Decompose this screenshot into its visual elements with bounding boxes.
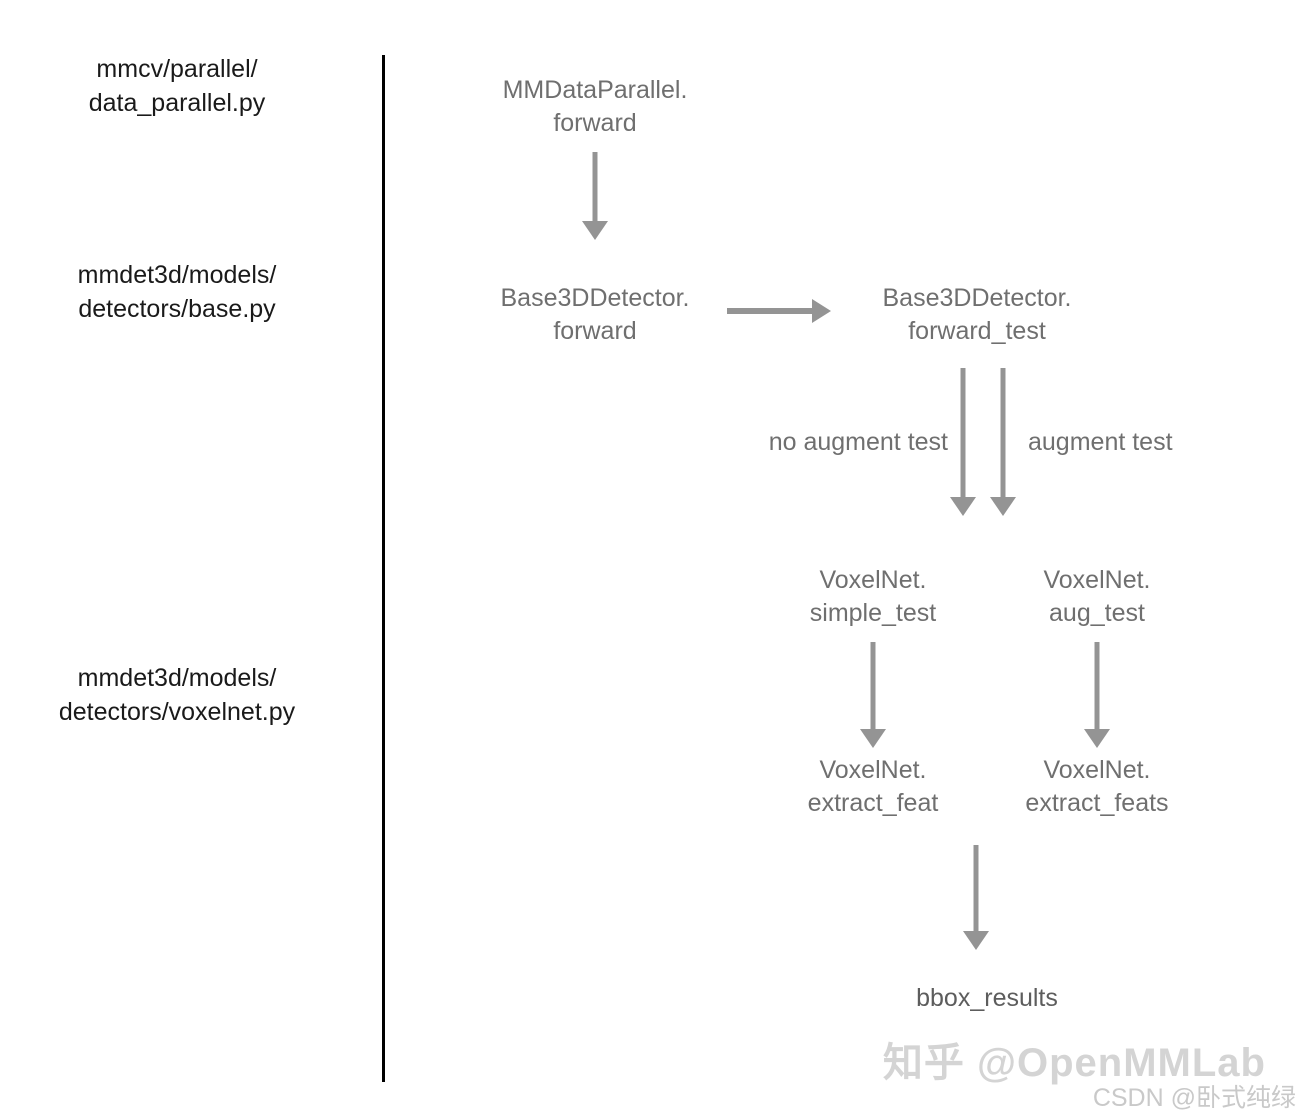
vertical-divider-line: [382, 55, 385, 1082]
node-line: VoxelNet.: [1043, 756, 1151, 784]
file-label-line: detectors/voxelnet.py: [58, 698, 296, 726]
file-label-line: data_parallel.py: [88, 89, 266, 117]
arrow-simple-test-to-extract-feat: [860, 642, 886, 748]
watermark-zhihu-openmmlab: 知乎 @OpenMMLab: [882, 1041, 1266, 1085]
node-line: forward: [553, 109, 637, 137]
arrow-aug-test-to-extract-feats: [1084, 642, 1110, 748]
node-line: MMDataParallel.: [502, 76, 688, 104]
node-line: extract_feat: [807, 789, 939, 817]
node-voxelnet-aug-test: VoxelNet. aug_test: [977, 564, 1217, 630]
file-label-data-parallel: mmcv/parallel/ data_parallel.py: [17, 52, 337, 120]
node-line: aug_test: [1049, 599, 1145, 627]
node-line: simple_test: [809, 599, 937, 627]
node-bbox-results: bbox_results: [916, 984, 1058, 1012]
node-line: VoxelNet.: [819, 756, 927, 784]
file-label-line: detectors/base.py: [78, 295, 276, 323]
arrow-augment-branch: [990, 368, 1016, 516]
file-label-voxelnet-py: mmdet3d/models/ detectors/voxelnet.py: [17, 661, 337, 729]
node-line: extract_feats: [1025, 789, 1169, 817]
node-line: Base3DDetector.: [500, 284, 690, 312]
arrow-to-bbox-results: [963, 845, 989, 950]
node-line: Base3DDetector.: [882, 284, 1072, 312]
node-voxelnet-extract-feat: VoxelNet. extract_feat: [743, 754, 1003, 820]
file-label-line: mmdet3d/models/: [77, 261, 277, 289]
node-mmdataparallel-forward: MMDataParallel. forward: [425, 74, 765, 140]
arrow-forward-to-base-forward: [582, 152, 608, 240]
file-label-line: mmcv/parallel/: [96, 55, 258, 83]
node-line: forward: [553, 317, 637, 345]
node-voxelnet-simple-test: VoxelNet. simple_test: [753, 564, 993, 630]
node-line: VoxelNet.: [819, 566, 927, 594]
node-base3ddetector-forward: Base3DDetector. forward: [425, 282, 765, 348]
edge-label-no-augment-test: no augment test: [768, 428, 948, 456]
edge-label-augment-test: augment test: [1028, 428, 1173, 456]
file-label-base-py: mmdet3d/models/ detectors/base.py: [17, 258, 337, 326]
node-line: forward_test: [908, 317, 1046, 345]
node-voxelnet-extract-feats: VoxelNet. extract_feats: [967, 754, 1227, 820]
arrow-no-augment-branch: [950, 368, 976, 516]
watermark-csdn: CSDN @卧式纯绿: [1092, 1084, 1296, 1112]
node-line: VoxelNet.: [1043, 566, 1151, 594]
node-base3ddetector-forward-test: Base3DDetector. forward_test: [807, 282, 1147, 348]
file-label-line: mmdet3d/models/: [77, 664, 277, 692]
